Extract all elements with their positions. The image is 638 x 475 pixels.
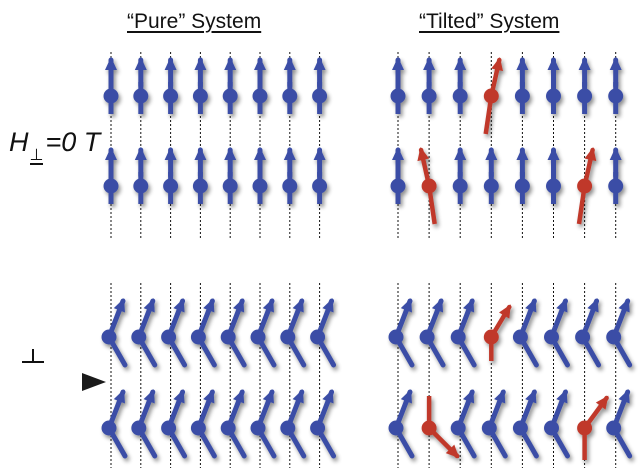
spin	[220, 389, 247, 459]
spin	[481, 389, 508, 459]
spin	[310, 298, 337, 368]
spin	[606, 389, 633, 459]
field-value: =0 T	[45, 127, 101, 157]
tilted-spin	[483, 57, 503, 135]
zero-field-label: H⊥=0 T	[9, 127, 101, 165]
spin	[546, 57, 561, 114]
spin	[250, 298, 277, 368]
spin	[483, 147, 499, 204]
spin	[101, 389, 128, 459]
spin	[452, 147, 468, 204]
field-arrow-icon	[10, 373, 106, 391]
spin	[133, 147, 149, 204]
spin	[450, 389, 477, 459]
tilted-spin	[576, 147, 597, 225]
spin	[312, 147, 328, 204]
spin	[577, 57, 593, 114]
spin	[101, 298, 128, 368]
tilted-spin	[577, 395, 609, 460]
spin	[575, 298, 602, 368]
tilted-spin	[421, 396, 460, 459]
spin	[192, 57, 208, 114]
tilted-spin	[483, 304, 512, 361]
perpendicular-field-symbol	[22, 349, 44, 365]
spin	[450, 298, 477, 368]
spin	[514, 147, 530, 204]
spin	[388, 298, 415, 368]
spin	[163, 147, 179, 204]
spin	[222, 147, 238, 204]
spin	[310, 389, 337, 459]
spin	[282, 147, 298, 204]
spin	[512, 298, 539, 368]
perpendicular-subscript: ⊥	[29, 147, 44, 165]
spin	[606, 298, 633, 368]
spin	[421, 57, 437, 114]
spin	[388, 389, 415, 459]
spin	[252, 57, 268, 114]
spin	[190, 298, 217, 368]
tilted-system-title: “Tilted” System	[419, 10, 560, 33]
spin	[452, 57, 468, 114]
spin	[250, 389, 277, 459]
tilted-spin	[417, 147, 437, 225]
spin	[390, 57, 406, 114]
spin	[163, 57, 179, 114]
spin	[390, 147, 406, 204]
spin	[190, 389, 217, 459]
spin	[280, 389, 307, 459]
spin	[512, 389, 539, 459]
spin	[103, 57, 119, 114]
spin	[608, 57, 624, 114]
spin	[103, 147, 119, 204]
pure-system-title: “Pure” System	[127, 10, 262, 33]
spin	[546, 147, 561, 204]
spin	[419, 298, 446, 368]
spin	[192, 147, 208, 204]
spin	[544, 389, 570, 459]
spin	[133, 57, 149, 114]
spin	[312, 57, 328, 114]
spin	[544, 298, 570, 368]
field-symbol: H	[9, 127, 29, 157]
spin	[161, 389, 188, 459]
spin	[282, 57, 298, 114]
spin	[220, 298, 247, 368]
spin	[280, 298, 307, 368]
spin	[514, 57, 530, 114]
spin	[608, 147, 624, 204]
spin	[252, 147, 268, 204]
spin	[222, 57, 238, 114]
spin	[161, 298, 188, 368]
spin	[131, 298, 158, 368]
spin	[131, 389, 158, 459]
